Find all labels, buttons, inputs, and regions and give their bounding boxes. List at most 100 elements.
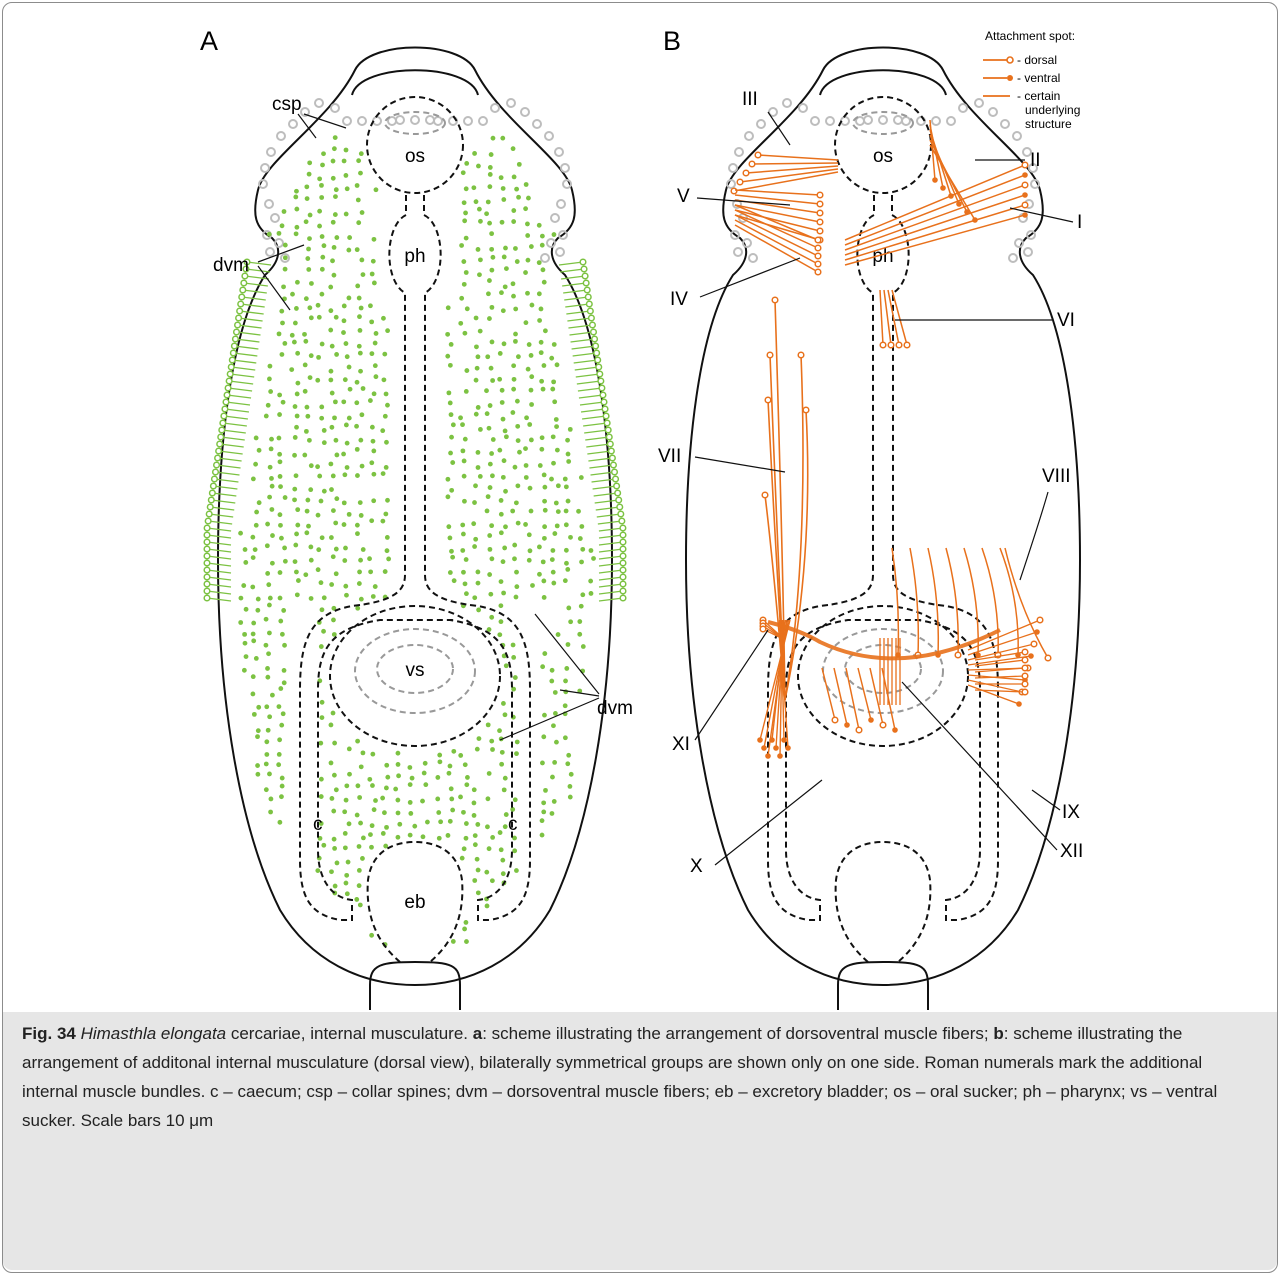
dvm-dot <box>563 477 568 482</box>
dvm-dot <box>332 146 337 151</box>
dvm-fiber-end <box>214 462 220 468</box>
dvm-dot <box>551 581 556 586</box>
dvm-dot <box>514 500 519 505</box>
dvm-dot <box>501 197 506 202</box>
dvm-dot <box>541 387 546 392</box>
dvm-dot <box>476 465 481 470</box>
dvm-dot <box>264 762 269 767</box>
dvm-fiber-end <box>602 406 608 412</box>
dvm-dot <box>487 533 492 538</box>
dvm-dot <box>462 459 467 464</box>
dvm-dot <box>446 833 451 838</box>
dvm-dot <box>474 344 479 349</box>
collar-spine <box>545 132 553 140</box>
dvm-dot <box>452 578 457 583</box>
muscle-I <box>845 205 1025 260</box>
dvm-dot <box>333 194 338 199</box>
dvm-dot <box>541 800 546 805</box>
label-II: II <box>1030 150 1041 171</box>
dvm-dot <box>437 836 442 841</box>
dvm-dot <box>501 559 506 564</box>
collar-spine <box>434 117 442 125</box>
dvm-dot <box>254 510 259 515</box>
dvm-dot <box>449 488 454 493</box>
collar-spine <box>932 117 940 125</box>
dvm-dot <box>514 868 519 873</box>
dvm-dot <box>477 272 482 277</box>
dvm-dot <box>358 500 363 505</box>
dvm-dot <box>355 813 360 818</box>
dvm-dot <box>420 799 425 804</box>
dvm-dot <box>264 787 269 792</box>
dvm-dot <box>472 595 477 600</box>
dvm-dot <box>510 807 515 812</box>
dvm-dot <box>265 522 270 527</box>
dvm-dot <box>472 500 477 505</box>
dvm-dot <box>499 619 504 624</box>
dvm-dot <box>511 655 516 660</box>
dvm-dot <box>293 321 298 326</box>
dvm-dot <box>564 666 569 671</box>
dvm-dot <box>334 352 339 357</box>
muscle-X <box>858 668 871 720</box>
dvm-dot <box>472 151 477 156</box>
dvm-fiber-end <box>227 371 233 377</box>
dvm-dot <box>516 195 521 200</box>
dvm-dot <box>283 559 288 564</box>
dvm-dot <box>269 476 274 481</box>
dvm-fiber-end <box>204 567 210 573</box>
dvm-dot <box>343 377 348 382</box>
dvm-fiber-end <box>620 595 626 601</box>
dvm-dot <box>542 524 547 529</box>
dvm-fiber-end <box>600 392 606 398</box>
dvm-dot <box>471 185 476 190</box>
dvm-dot <box>277 737 282 742</box>
dvm-fiber-end <box>233 336 239 342</box>
dvm-dot <box>488 592 493 597</box>
dvm-dot <box>529 244 534 249</box>
collar-spine <box>1001 120 1009 128</box>
dvm-fiber-end <box>231 350 237 356</box>
dvm-dot <box>523 206 528 211</box>
dvm-dot <box>277 820 282 825</box>
dvm-dot <box>503 489 508 494</box>
dvm-dot <box>346 860 351 865</box>
dvm-dot <box>333 521 338 526</box>
head-cap-b <box>820 70 946 95</box>
dvm-dot <box>542 280 547 285</box>
dvm-dot <box>357 296 362 301</box>
dvm-dot <box>305 414 310 419</box>
dvm-dot <box>526 367 531 372</box>
dvm-dot <box>489 523 494 528</box>
muscle-IV-end <box>815 253 821 259</box>
dvm-dot <box>359 412 364 417</box>
dvm-dot <box>344 881 349 886</box>
dvm-dot <box>361 750 366 755</box>
dvm-fiber <box>598 521 622 524</box>
dvm-fiber-end <box>620 539 626 545</box>
muscle-X-end <box>880 722 886 728</box>
dvm-dot <box>357 883 362 888</box>
dvm-dot <box>485 354 490 359</box>
dvm-dot <box>347 821 352 826</box>
dvm-fiber <box>223 423 247 426</box>
dvm-dot <box>361 547 366 552</box>
dvm-dot <box>537 318 542 323</box>
dvm-dot <box>539 350 544 355</box>
dvm-dot <box>382 810 387 815</box>
dvm-fiber <box>575 367 599 370</box>
collar-spine <box>396 116 404 124</box>
dvm-dot <box>280 223 285 228</box>
collar-spine <box>557 200 565 208</box>
dvm-dot <box>553 711 558 716</box>
collar-spine <box>879 116 887 124</box>
dvm-dot <box>281 608 286 613</box>
dvm-dot <box>281 284 286 289</box>
muscle-VIII <box>946 548 958 655</box>
dvm-dot <box>355 523 360 528</box>
dvm-dot <box>580 547 585 552</box>
dvm-dot <box>503 524 508 529</box>
dvm-dot <box>343 845 348 850</box>
dvm-fiber-end <box>609 448 615 454</box>
dvm-dot <box>524 182 529 187</box>
